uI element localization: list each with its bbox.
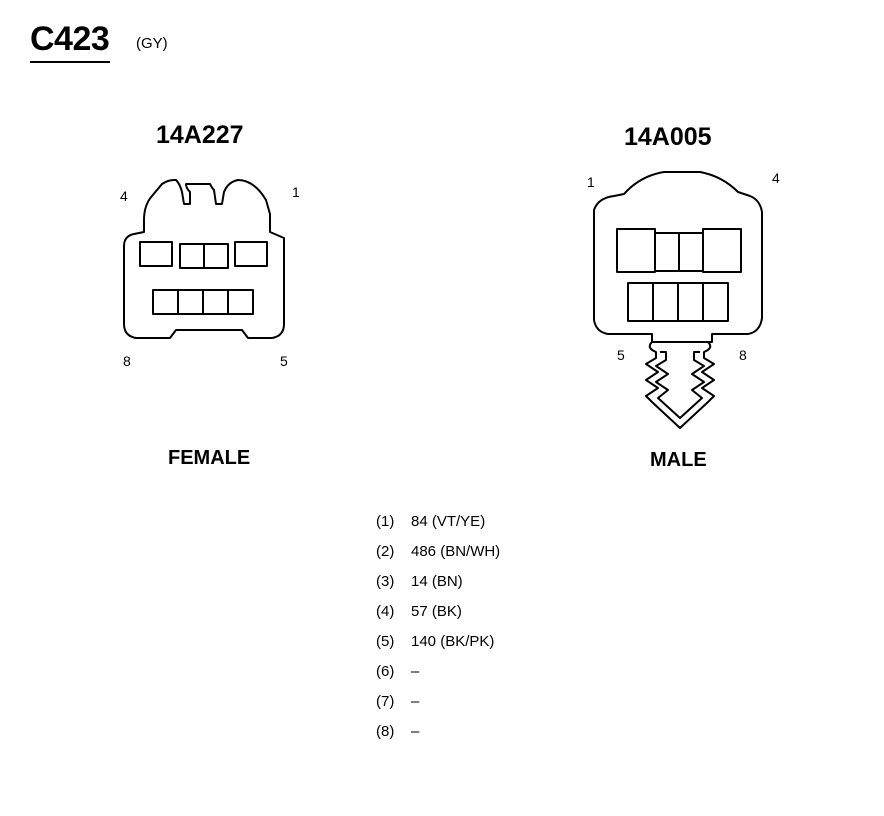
pin-circuit: – [411,693,420,710]
male-locking-latch [645,341,715,429]
male-cavity-top-left [616,228,656,273]
pin-circuit: 486 (BN/WH) [411,543,501,560]
female-pin-label-top-left: 4 [120,188,128,204]
pin-number: (5) [376,633,395,650]
pin-row: (5) 140 (BK/PK) [376,632,500,662]
pin-circuit: 57 (BK) [411,603,462,620]
female-cavity-top-left [139,241,173,267]
pin-number: (1) [376,513,395,530]
female-label: FEMALE [168,447,251,469]
male-pin-label-bottom-left: 5 [617,347,625,363]
pin-row: (4) 57 (BK) [376,602,500,632]
pin-circuit: 84 (VT/YE) [411,513,486,530]
connector-color-code: (GY) [136,35,168,52]
pin-circuit-list: (1)84 (VT/YE) (2)486 (BN/WH) (3)14 (BN) … [376,512,500,752]
pin-number: (3) [376,573,395,590]
female-pin-label-bottom-left: 8 [123,353,131,369]
male-pin-label-top-left: 1 [587,174,595,190]
pin-number: (8) [376,723,395,740]
male-housing-outline [593,171,763,343]
male-label: MALE [650,449,707,471]
female-part-number: 14A227 [156,121,244,149]
pin-number: (4) [376,603,395,620]
pin-number: (6) [376,663,395,680]
female-pin-label-bottom-right: 5 [280,353,288,369]
connector-id: C423 [30,20,110,58]
pin-circuit: – [411,663,420,680]
pin-circuit: 14 (BN) [411,573,463,590]
male-cavity-top-right [702,228,742,273]
pin-row: (1) 84 (VT/YE) [376,512,500,542]
pin-row: (6)– [376,662,500,692]
male-part-number: 14A005 [624,123,712,151]
pin-row: (7)– [376,692,500,722]
female-pin-label-top-right: 1 [292,184,300,200]
pin-number: (7) [376,693,395,710]
female-housing-outline [123,179,285,339]
pin-number: (2) [376,543,395,560]
male-pin-label-bottom-right: 8 [739,347,747,363]
pin-row: (2) 486 (BN/WH) [376,542,500,572]
male-pin-label-top-right: 4 [772,170,780,186]
pin-row: (3) 14 (BN) [376,572,500,602]
pin-circuit: 140 (BK/PK) [411,633,495,650]
pin-circuit: – [411,723,420,740]
connector-id-underline [30,61,110,63]
pin-row: (8)– [376,722,500,752]
female-cavity-top-right [234,241,268,267]
